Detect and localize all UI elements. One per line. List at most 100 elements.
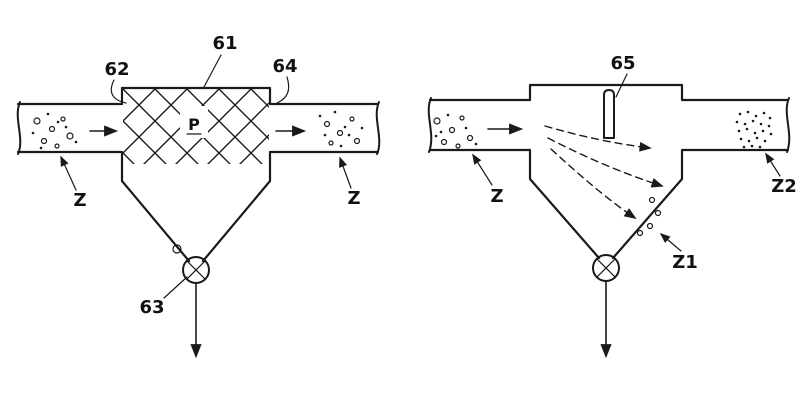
particle	[636, 229, 644, 237]
particle	[48, 125, 56, 133]
particle	[318, 114, 322, 118]
particle	[336, 129, 344, 137]
leader-line-63	[163, 276, 188, 299]
particle	[360, 126, 364, 130]
particle	[440, 138, 448, 146]
housing-outline-bottom-left	[428, 148, 601, 260]
drain-valve-icon	[182, 256, 210, 284]
particle	[761, 129, 765, 133]
particle	[39, 146, 43, 150]
deflector-rod	[603, 89, 615, 139]
housing-outline-bottom-left	[16, 150, 191, 263]
particle	[323, 133, 327, 137]
particle	[323, 120, 331, 128]
particle	[60, 116, 66, 122]
left-figure: 62 61 64 63 Z Z P	[16, 33, 381, 359]
deflected-flow-arrow-3	[550, 148, 637, 220]
right-figure: 65 Z Z1 Z2	[427, 53, 797, 359]
particle	[343, 125, 347, 129]
particle	[737, 129, 741, 133]
particle	[464, 126, 468, 130]
particle	[353, 137, 361, 145]
housing-outline-bottom-right	[201, 150, 380, 263]
particle	[768, 116, 772, 120]
particle	[758, 145, 762, 149]
particle	[745, 127, 749, 131]
particle	[349, 116, 355, 122]
particle	[735, 120, 739, 124]
particle	[54, 143, 60, 149]
leader-line-65	[615, 73, 628, 98]
particle-cluster-deflected	[636, 196, 662, 237]
particle	[74, 140, 78, 144]
leader-line-62	[110, 79, 127, 104]
particle-on-slope	[172, 244, 182, 254]
particle	[754, 114, 758, 118]
particle	[333, 110, 337, 114]
particle-cluster-inlet	[433, 113, 478, 149]
particle	[455, 143, 461, 149]
particle	[750, 144, 754, 148]
z2-label: Z2	[771, 176, 797, 197]
pipe-break-left	[16, 101, 22, 155]
leader-line-61	[203, 54, 222, 88]
particle-cluster-outlet	[318, 110, 364, 148]
pipe-break-left	[427, 97, 433, 153]
deflected-flow-arrow-2	[547, 137, 664, 188]
particle	[755, 136, 759, 140]
particle	[459, 115, 465, 121]
filter-symbol-label: P	[188, 115, 200, 134]
particle	[747, 139, 751, 143]
particle	[446, 113, 450, 117]
particle	[466, 134, 474, 142]
particle	[66, 132, 74, 140]
leader-arrow-z-outlet	[339, 156, 352, 189]
particle	[762, 111, 766, 115]
particle-cluster-inlet	[31, 112, 78, 150]
z1-label: Z1	[672, 252, 698, 273]
ref-63-label: 63	[139, 297, 164, 318]
particle	[654, 209, 662, 217]
z-outlet-label: Z	[347, 188, 360, 209]
particle	[439, 130, 443, 134]
particle	[648, 196, 656, 204]
particle	[742, 145, 746, 149]
leader-arrow-z1	[659, 232, 682, 252]
particle	[759, 122, 763, 126]
housing-outline-top	[428, 83, 790, 102]
housing-outline-bottom-right	[611, 148, 790, 260]
leader-line-64	[276, 76, 290, 104]
particle	[64, 125, 68, 129]
particle	[474, 142, 478, 146]
ref-61-label: 61	[212, 33, 237, 54]
particle	[339, 144, 343, 148]
ref-62-label: 62	[104, 59, 129, 80]
leader-arrow-z-inlet	[60, 155, 77, 191]
particle	[434, 134, 438, 138]
valve-cross-icon	[186, 260, 206, 280]
particle	[767, 124, 771, 128]
particle	[769, 132, 773, 136]
leader-arrow-z2	[765, 152, 781, 177]
housing-outline-top	[16, 86, 380, 106]
drain-valve-icon	[592, 254, 620, 282]
particle	[448, 126, 456, 134]
particle	[347, 133, 351, 137]
particle	[751, 119, 755, 123]
z-inlet-label: Z	[490, 186, 503, 207]
particle	[753, 131, 757, 135]
particle	[646, 222, 654, 230]
particle	[46, 112, 50, 116]
leader-arrow-z-inlet	[472, 153, 493, 186]
pipe-break-right	[785, 97, 791, 153]
particle	[433, 117, 441, 125]
particle	[763, 139, 767, 143]
particle	[56, 120, 60, 124]
particle	[738, 112, 742, 116]
ref-65-label: 65	[610, 53, 635, 74]
particle	[739, 137, 743, 141]
particle	[743, 122, 747, 126]
valve-cross-icon	[596, 258, 616, 278]
